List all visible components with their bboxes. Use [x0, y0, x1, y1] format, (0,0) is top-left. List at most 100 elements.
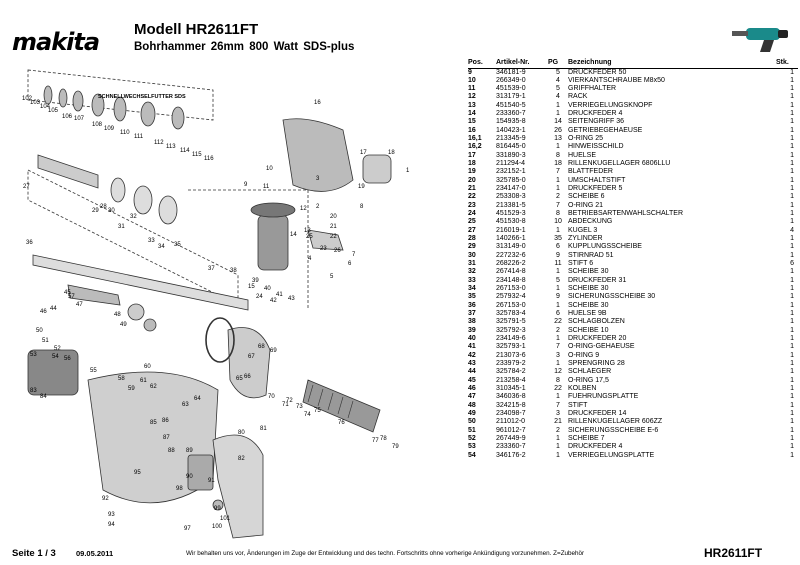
- part-quantity: 1: [790, 318, 794, 326]
- part-callout: 90: [186, 474, 193, 480]
- brand-logo-text: makita: [12, 30, 99, 54]
- price-group: 11: [554, 260, 562, 268]
- part-quantity: 1: [790, 193, 794, 201]
- price-group: 1: [556, 301, 560, 309]
- article-number: 325793-1: [496, 343, 526, 351]
- part-quantity: 1: [790, 68, 794, 76]
- price-group: 1: [556, 434, 560, 442]
- part-callout: 93: [108, 512, 115, 518]
- article-number: 140423-1: [496, 126, 526, 134]
- part-callout: 19: [358, 184, 365, 190]
- part-callout: 2: [316, 204, 320, 210]
- part-callout: 111: [134, 134, 144, 140]
- part-callout: 85: [150, 420, 157, 426]
- part-callout: 25: [306, 234, 313, 240]
- part-callout: 107: [74, 116, 85, 122]
- part-callout: 49: [120, 322, 127, 328]
- price-group: 1: [556, 443, 560, 451]
- price-group: 1: [556, 143, 560, 151]
- part-quantity: 1: [790, 93, 794, 101]
- article-number: 310345-1: [496, 384, 526, 392]
- header-article: Artikel-Nr.: [496, 59, 548, 69]
- part-description: RILLENKUGELLAGER 6806LLU: [568, 160, 671, 168]
- price-group: 2: [556, 193, 560, 201]
- price-group: 26: [554, 126, 562, 134]
- part-position: 11: [468, 85, 476, 93]
- part-callout: 82: [238, 456, 245, 462]
- part-position: 16,1: [468, 135, 482, 143]
- article-number: 154935-8: [496, 118, 526, 126]
- part-quantity: 1: [790, 185, 794, 193]
- part-callout: 71: [282, 402, 289, 408]
- part-description: BETRIEBSARTENWAHLSCHALTER: [568, 210, 684, 218]
- part-position: 16,2: [468, 143, 482, 151]
- part-callout: 3: [316, 176, 320, 182]
- part-callout: 115: [192, 152, 202, 158]
- part-description: DRUCKFEDER 4: [568, 443, 623, 451]
- part-position: 25: [468, 218, 476, 226]
- part-callout: 5: [330, 274, 334, 280]
- part-description: HUELSE: [568, 151, 597, 159]
- part-description: KUGEL 3: [568, 226, 598, 234]
- article-number: 227232-6: [496, 251, 526, 259]
- part-description: O-RING 17,5: [568, 376, 609, 384]
- article-number: 267414-8: [496, 268, 526, 276]
- article-number: 325783-4: [496, 310, 526, 318]
- part-quantity: 1: [790, 118, 794, 126]
- part-callout: 48: [114, 312, 121, 318]
- part-quantity: 1: [790, 201, 794, 209]
- part-callout: 20: [330, 214, 337, 220]
- price-group: 22: [554, 384, 562, 392]
- article-number: 253308-3: [496, 193, 526, 201]
- part-callout: 78: [380, 436, 387, 442]
- part-quantity: 1: [790, 243, 794, 251]
- part-callout: 92: [102, 496, 109, 502]
- part-callout: 55: [90, 368, 97, 374]
- article-number: 211294-4: [496, 160, 526, 168]
- part-quantity: 1: [790, 276, 794, 284]
- price-group: 2: [556, 426, 560, 434]
- price-group: 1: [556, 110, 560, 118]
- part-callout: 38: [230, 268, 237, 274]
- part-callout: 62: [150, 384, 157, 390]
- part-position: 22: [468, 193, 476, 201]
- price-group: 1: [556, 393, 560, 401]
- part-callout: 74: [304, 412, 311, 418]
- part-quantity: 1: [790, 218, 794, 226]
- article-number: 234148-8: [496, 276, 526, 284]
- part-callout: 69: [270, 348, 277, 354]
- part-callout: 34: [158, 244, 165, 250]
- part-description: STIFT: [568, 401, 588, 409]
- part-callout: 35: [174, 242, 181, 248]
- part-callout: 101: [220, 516, 231, 522]
- part-callout: 15: [248, 284, 255, 290]
- part-quantity: 1: [790, 401, 794, 409]
- part-description: GRIFFHALTER: [568, 85, 617, 93]
- part-callout: 27: [23, 184, 30, 190]
- part-position: 51: [468, 426, 476, 434]
- part-description: HINWEISSCHILD: [568, 143, 624, 151]
- part-description: DRUCKFEDER 31: [568, 276, 627, 284]
- price-group: 7: [556, 168, 560, 176]
- footer-model: HR2611FT: [704, 546, 763, 560]
- part-description: FUEHRUNGSPLATTE: [568, 393, 639, 401]
- article-number: 213381-5: [496, 201, 526, 209]
- article-number: 816445-0: [496, 143, 526, 151]
- part-position: 17: [468, 151, 476, 159]
- article-number: 267153-0: [496, 285, 526, 293]
